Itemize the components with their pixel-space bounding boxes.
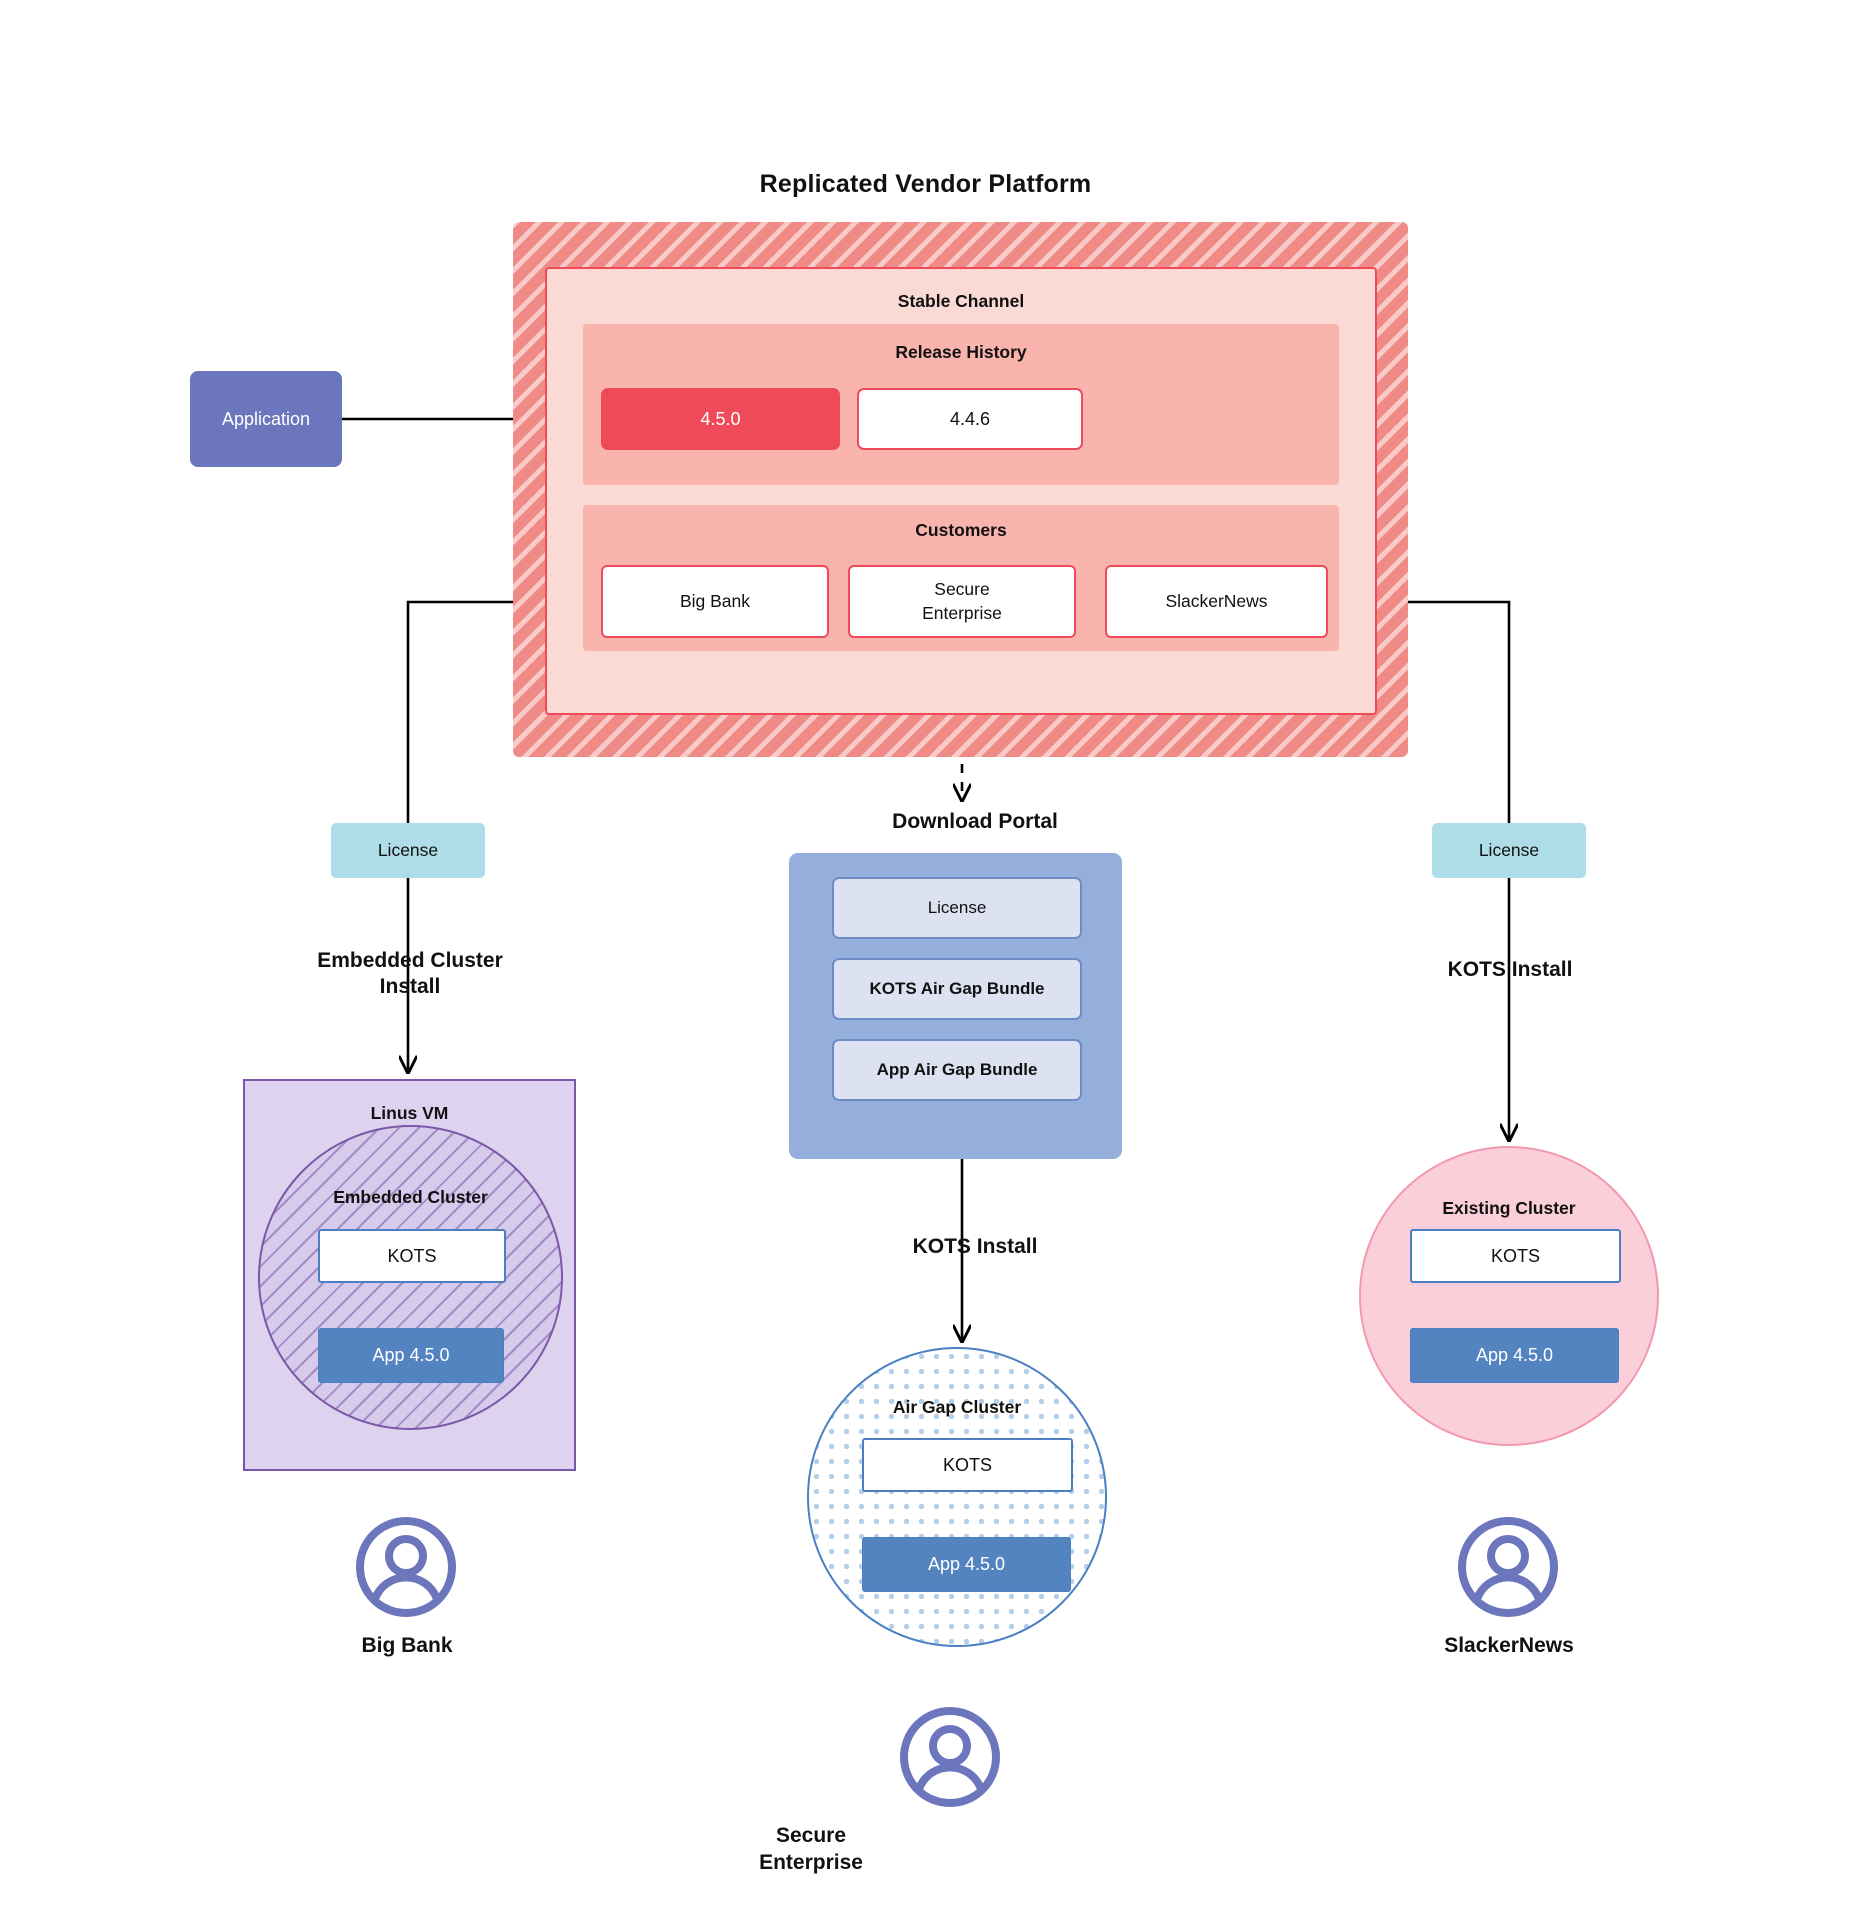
install-path-label-right-kots: KOTS Install xyxy=(1447,958,1573,981)
air-gap-cluster-circle: Air Gap Cluster xyxy=(807,1347,1107,1647)
application-node[interactable]: Application xyxy=(190,371,342,467)
embedded-cluster-kots-node[interactable]: KOTS xyxy=(318,1229,506,1283)
air-gap-cluster-kots-node[interactable]: KOTS xyxy=(862,1438,1073,1492)
persona-label-slackernews: SlackerNews xyxy=(1444,1634,1574,1657)
license-badge-left[interactable]: License xyxy=(331,823,485,878)
existing-cluster-title: Existing Cluster xyxy=(1442,1198,1576,1218)
stable-channel-title: Stable Channel xyxy=(897,291,1025,311)
release-chip-4-5-0[interactable]: 4.5.0 xyxy=(601,388,840,450)
portal-item-kots-air-gap-bundle[interactable]: KOTS Air Gap Bundle xyxy=(832,958,1082,1020)
license-badge-right[interactable]: License xyxy=(1432,823,1586,878)
download-portal-panel: License KOTS Air Gap Bundle App Air Gap … xyxy=(789,853,1122,1159)
customer-chip-slackernews[interactable]: SlackerNews xyxy=(1105,565,1328,638)
embedded-cluster-title: Embedded Cluster xyxy=(333,1187,488,1207)
download-portal-title: Download Portal xyxy=(892,810,1058,833)
existing-cluster-kots-node[interactable]: KOTS xyxy=(1410,1229,1621,1283)
customer-chip-big-bank[interactable]: Big Bank xyxy=(601,565,829,638)
user-avatar-icon xyxy=(356,1517,456,1617)
customers-title: Customers xyxy=(915,520,1007,540)
portal-item-license[interactable]: License xyxy=(832,877,1082,939)
existing-cluster-circle: Existing Cluster xyxy=(1359,1146,1659,1446)
user-avatar-icon xyxy=(1458,1517,1558,1617)
page-title: Replicated Vendor Platform xyxy=(759,170,1092,198)
air-gap-cluster-app-node[interactable]: App 4.5.0 xyxy=(862,1537,1071,1592)
portal-item-app-air-gap-bundle[interactable]: App Air Gap Bundle xyxy=(832,1039,1082,1101)
release-history-title: Release History xyxy=(895,342,1027,362)
embedded-cluster-app-node[interactable]: App 4.5.0 xyxy=(318,1328,504,1383)
install-path-label-center-kots: KOTS Install xyxy=(912,1235,1038,1258)
air-gap-cluster-title: Air Gap Cluster xyxy=(892,1397,1022,1417)
existing-cluster-app-node[interactable]: App 4.5.0 xyxy=(1410,1328,1619,1383)
user-avatar-icon xyxy=(900,1707,1000,1807)
linux-vm-title: Linus VM xyxy=(370,1103,449,1123)
release-chip-4-4-6[interactable]: 4.4.6 xyxy=(857,388,1083,450)
persona-label-big-bank: Big Bank xyxy=(361,1634,453,1657)
